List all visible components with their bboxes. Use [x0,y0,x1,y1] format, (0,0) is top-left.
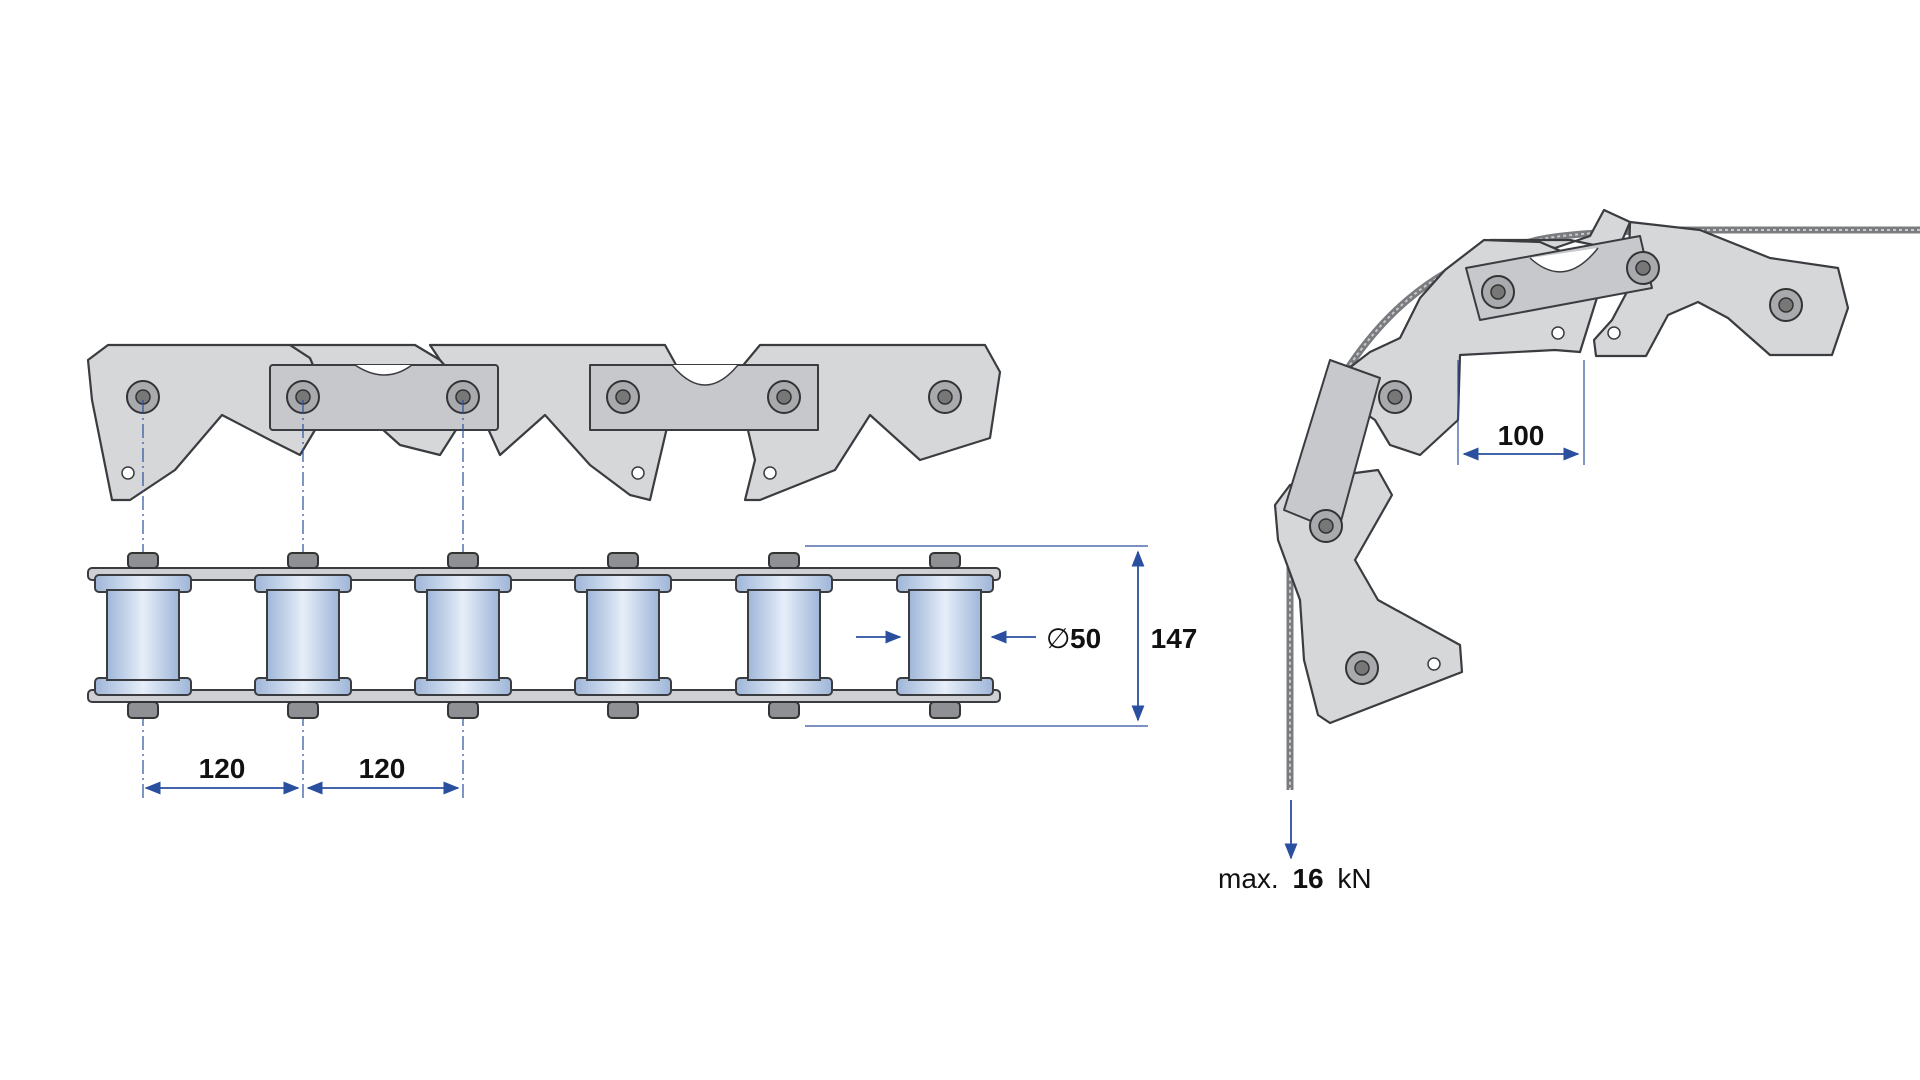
pin-nut [768,552,800,569]
diameter-symbol: ∅ [1046,623,1070,654]
max-load-prefix: max. [1218,863,1279,894]
pin-nut [287,552,319,569]
chain-top-view [86,343,1002,502]
top-bolts [126,380,962,414]
pin-nut [929,701,961,719]
bent-bolts [1309,251,1803,685]
bent-plate-top-right [1592,220,1850,358]
roller-2 [254,552,352,719]
bent-chain-view: 100 max. 16 kN [1218,208,1920,894]
bolt-icon [606,380,640,414]
pin-nut [929,552,961,569]
roller-body [106,589,180,681]
max-load-value: 16 [1292,863,1323,894]
bolt-icon [1481,275,1515,309]
bolt-icon [767,380,801,414]
roller-1 [94,552,192,719]
roller-5 [735,552,833,719]
roller-body [586,589,660,681]
pin-nut [607,701,639,719]
pin-nut [447,552,479,569]
roller-body [426,589,500,681]
bolt-icon [1626,251,1660,285]
max-load-unit: kN [1337,863,1371,894]
roller-body [266,589,340,681]
roller-body [908,589,982,681]
link-plate-b-notch [589,364,819,431]
pin-nut [768,701,800,719]
rollers [94,552,994,719]
bolt-icon [1309,509,1343,543]
bolt-icon [1378,380,1412,414]
roller-3 [414,552,512,719]
diameter-label: 50 [1070,623,1101,654]
height-label: 147 [1151,623,1198,654]
bolt-icon [1769,288,1803,322]
bolt-icon [286,380,320,414]
roller-body [747,589,821,681]
pin-nut [447,701,479,719]
bolt-icon [928,380,962,414]
roller-chain-view [87,552,1001,719]
pitch-right-label: 120 [359,753,406,784]
bolt-icon [1345,651,1379,685]
dimensions-left: 120 120 147 ∅ 50 [144,545,1198,795]
max-load-label: max. 16 kN [1218,863,1372,894]
pin-nut [287,701,319,719]
pin-nut [127,701,159,719]
roller-4 [574,552,672,719]
upper-side-bar [87,567,1001,581]
pitch-left-label: 120 [199,753,246,784]
lower-side-bar [87,689,1001,703]
pin-nut [127,552,159,569]
pin-nut [607,552,639,569]
bend-gap-label: 100 [1498,420,1545,451]
roller-6 [896,552,994,719]
